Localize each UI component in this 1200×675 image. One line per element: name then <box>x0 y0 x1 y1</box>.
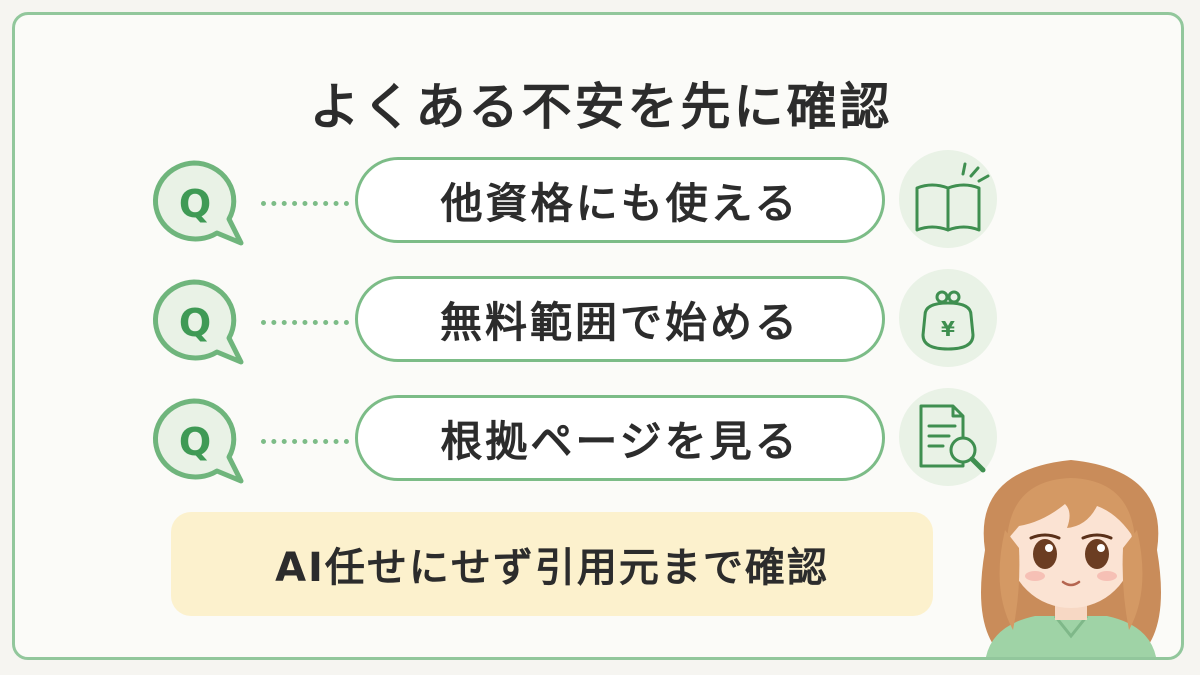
q-bubble-icon: Q <box>153 279 244 365</box>
faq-row-3: Q 根拠ページを見る <box>15 388 1181 491</box>
faq-item-pill: 無料範囲で始める <box>355 276 885 362</box>
q-bubble-icon: Q <box>153 160 244 246</box>
dotted-connector <box>261 439 349 444</box>
main-card: よくある不安を先に確認 Q 他資格にも使える Q 無料範囲で始める <box>12 12 1184 660</box>
q-bubble-icon: Q <box>153 398 244 484</box>
note-banner: AI任せにせず引用元まで確認 <box>171 512 933 616</box>
coin-purse-yen-icon: ¥ <box>899 269 997 367</box>
faq-item-label: 根拠ページを見る <box>440 416 800 466</box>
yen-sign: ¥ <box>941 317 955 341</box>
faq-row-1: Q 他資格にも使える <box>15 150 1181 253</box>
open-book-icon <box>899 150 997 248</box>
q-label: Q <box>179 301 211 345</box>
note-text: AI任せにせず引用元まで確認 <box>275 545 829 591</box>
page-title: よくある不安を先に確認 <box>309 78 893 136</box>
faq-item-label: 他資格にも使える <box>440 178 800 228</box>
document-magnifier-icon <box>899 388 997 486</box>
faq-item-pill: 根拠ページを見る <box>355 395 885 481</box>
q-label: Q <box>179 420 211 464</box>
girl-character-illustration <box>981 460 1161 657</box>
dotted-connector <box>261 320 349 325</box>
faq-item-label: 無料範囲で始める <box>439 297 800 347</box>
faq-row-2: Q 無料範囲で始める ¥ <box>15 269 1181 372</box>
dotted-connector <box>261 201 349 206</box>
faq-item-pill: 他資格にも使える <box>355 157 885 243</box>
q-label: Q <box>179 182 211 226</box>
